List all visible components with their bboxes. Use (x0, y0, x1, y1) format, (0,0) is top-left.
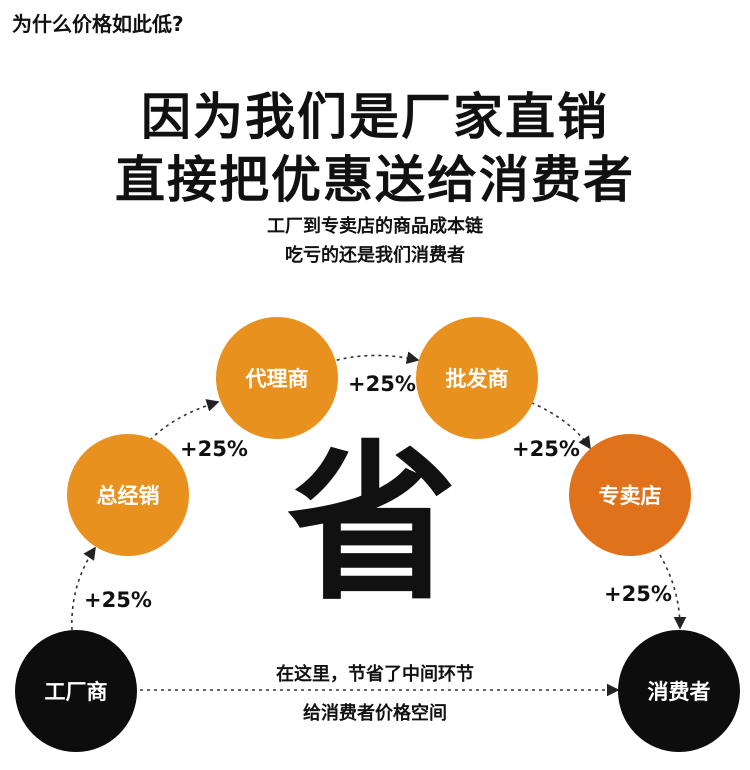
markup-wholesaler-to-store: +25% (512, 437, 580, 461)
headline-line-2: 直接把优惠送给消费者 (115, 151, 635, 209)
subheadline-line-1: 工厂到专卖店的商品成本链 (267, 216, 483, 237)
arrow-distributor-to-agent (149, 399, 220, 441)
arrow-store-to-consumer (659, 554, 687, 630)
node-factory: 工厂商 (15, 630, 137, 752)
arrow-factory-to-distributor (71, 546, 96, 631)
arrow-agent-to-wholesaler (329, 351, 420, 364)
subheadline: 工厂到专卖店的商品成本链 吃亏的还是我们消费者 (0, 212, 750, 270)
headline: 因为我们是厂家直销 直接把优惠送给消费者 (0, 86, 750, 212)
node-wholesaler: 批发商 (416, 317, 538, 439)
header-question: 为什么价格如此低? (12, 12, 184, 36)
arrow-wholesaler-to-store (524, 399, 591, 450)
bottom-note-line-1: 在这里，节省了中间环节 (276, 664, 474, 685)
markup-factory-to-distributor: +25% (84, 588, 152, 612)
subheadline-line-2: 吃亏的还是我们消费者 (285, 245, 465, 266)
node-store: 专卖店 (569, 434, 691, 556)
node-agent: 代理商 (216, 317, 338, 439)
bottom-note-line-2: 给消费者价格空间 (303, 703, 447, 724)
markup-distributor-to-agent: +25% (180, 437, 248, 461)
bottom-note: 在这里，节省了中间环节 给消费者价格空间 (0, 655, 750, 733)
markup-store-to-consumer: +25% (604, 582, 672, 606)
headline-line-1: 因为我们是厂家直销 (141, 88, 609, 146)
save-character: 省 (286, 426, 457, 624)
node-distributor: 总经销 (67, 434, 189, 556)
node-consumer: 消费者 (618, 630, 740, 752)
markup-agent-to-wholesaler: +25% (348, 372, 416, 396)
